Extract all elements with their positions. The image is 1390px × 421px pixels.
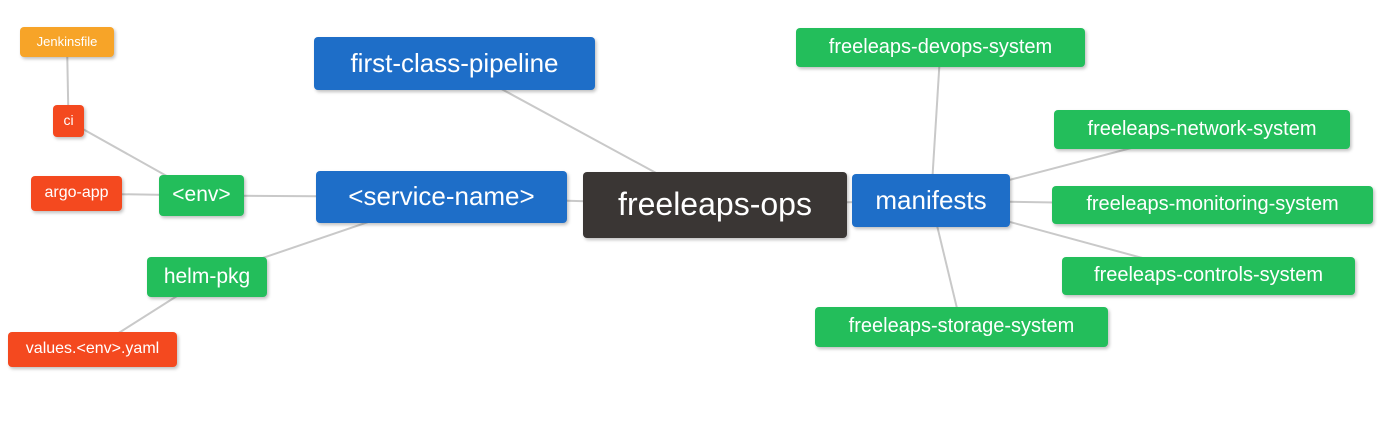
node-label-env: <env> [172,183,231,206]
node-label-values-env-yaml: values.<env>.yaml [25,339,160,357]
node-env[interactable]: <env> [159,175,244,216]
node-label-ci: ci [63,112,74,128]
node-argo-app[interactable]: argo-app [31,176,122,211]
node-helm-pkg[interactable]: helm-pkg [147,257,267,297]
node-freeleaps-ops[interactable]: freeleaps-ops [583,172,847,238]
node-label-freeleaps-storage-system: freeleaps-storage-system [848,315,1075,337]
node-label-first-class-pipeline: first-class-pipeline [350,47,559,78]
node-label-freeleaps-monitoring-system: freeleaps-monitoring-system [1086,193,1339,215]
node-first-class-pipeline[interactable]: first-class-pipeline [314,37,595,90]
node-label-freeleaps-controls-system: freeleaps-controls-system [1094,264,1323,286]
node-freeleaps-devops-system[interactable]: freeleaps-devops-system [796,28,1085,67]
node-jenkinsfile[interactable]: Jenkinsfile [20,27,114,57]
node-label-freeleaps-ops: freeleaps-ops [618,186,812,222]
node-label-jenkinsfile: Jenkinsfile [36,33,98,49]
node-label-service-name: <service-name> [348,181,535,211]
node-label-manifests: manifests [875,184,987,215]
node-values-env-yaml[interactable]: values.<env>.yaml [8,332,177,367]
node-label-freeleaps-devops-system: freeleaps-devops-system [828,35,1053,58]
node-service-name[interactable]: <service-name> [316,171,567,223]
node-manifests[interactable]: manifests [852,174,1010,227]
node-ci[interactable]: ci [53,105,84,137]
node-label-helm-pkg: helm-pkg [163,264,251,288]
node-freeleaps-monitoring-system[interactable]: freeleaps-monitoring-system [1052,186,1373,224]
node-freeleaps-storage-system[interactable]: freeleaps-storage-system [815,307,1108,347]
node-freeleaps-network-system[interactable]: freeleaps-network-system [1054,110,1350,149]
node-freeleaps-controls-system[interactable]: freeleaps-controls-system [1062,257,1355,295]
node-label-freeleaps-network-system: freeleaps-network-system [1087,117,1317,140]
node-label-argo-app: argo-app [44,183,109,201]
